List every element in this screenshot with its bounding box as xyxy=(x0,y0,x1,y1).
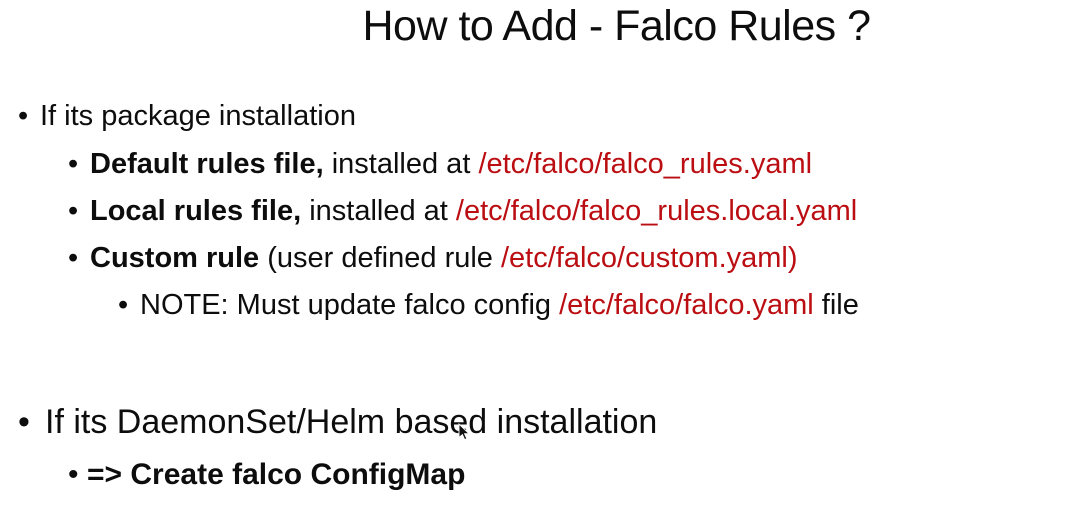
mouse-cursor-icon xyxy=(458,423,470,441)
bullet-icon: • xyxy=(68,148,79,180)
bullet-line-package-installation: • If its package installation xyxy=(18,98,356,134)
bullet-icon: • xyxy=(68,195,79,227)
line-text-bold: => Create falco ConfigMap xyxy=(87,458,466,491)
file-path-text: /etc/falco/falco_rules.local.yaml xyxy=(455,195,858,227)
bullet-line-default-rules-file: • Default rules file, installed at /etc/f… xyxy=(68,146,812,182)
file-path-text: /etc/falco/custom.yaml) xyxy=(501,242,798,274)
line-text-bold: Custom rule xyxy=(90,242,260,274)
bullet-icon: • xyxy=(68,242,79,274)
bullet-icon: • xyxy=(118,289,129,321)
line-text-bold: Default rules file, xyxy=(90,148,324,180)
line-text: installed at xyxy=(323,148,479,180)
bullet-line-daemonset-helm: • If its DaemonSet/Helm based installatio… xyxy=(18,401,657,444)
line-text: (user defined rule xyxy=(259,242,501,274)
bullet-line-custom-rule: • Custom rule (user defined rule /etc/fal… xyxy=(68,240,798,276)
line-text: If its package installation xyxy=(40,100,356,132)
bullet-line-create-configmap: •=> Create falco ConfigMap xyxy=(68,456,465,494)
bullet-icon: • xyxy=(18,403,30,441)
bullet-icon: • xyxy=(68,458,79,491)
line-text: installed at xyxy=(301,195,456,227)
line-text: If its DaemonSet/Helm based installation xyxy=(45,403,658,441)
line-text: NOTE: Must update falco config xyxy=(140,289,560,321)
bullet-line-local-rules-file: • Local rules file, installed at /etc/fal… xyxy=(68,193,857,229)
line-text-bold: Local rules file, xyxy=(90,195,302,227)
line-text: file xyxy=(813,289,859,321)
bullet-icon: • xyxy=(18,100,29,132)
file-path-text: /etc/falco/falco.yaml xyxy=(559,289,814,321)
bullet-line-note-update-config: • NOTE: Must update falco config /etc/fal… xyxy=(118,287,859,323)
file-path-text: /etc/falco/falco_rules.yaml xyxy=(478,148,813,180)
slide-title: How to Add - Falco Rules ? xyxy=(362,2,871,50)
